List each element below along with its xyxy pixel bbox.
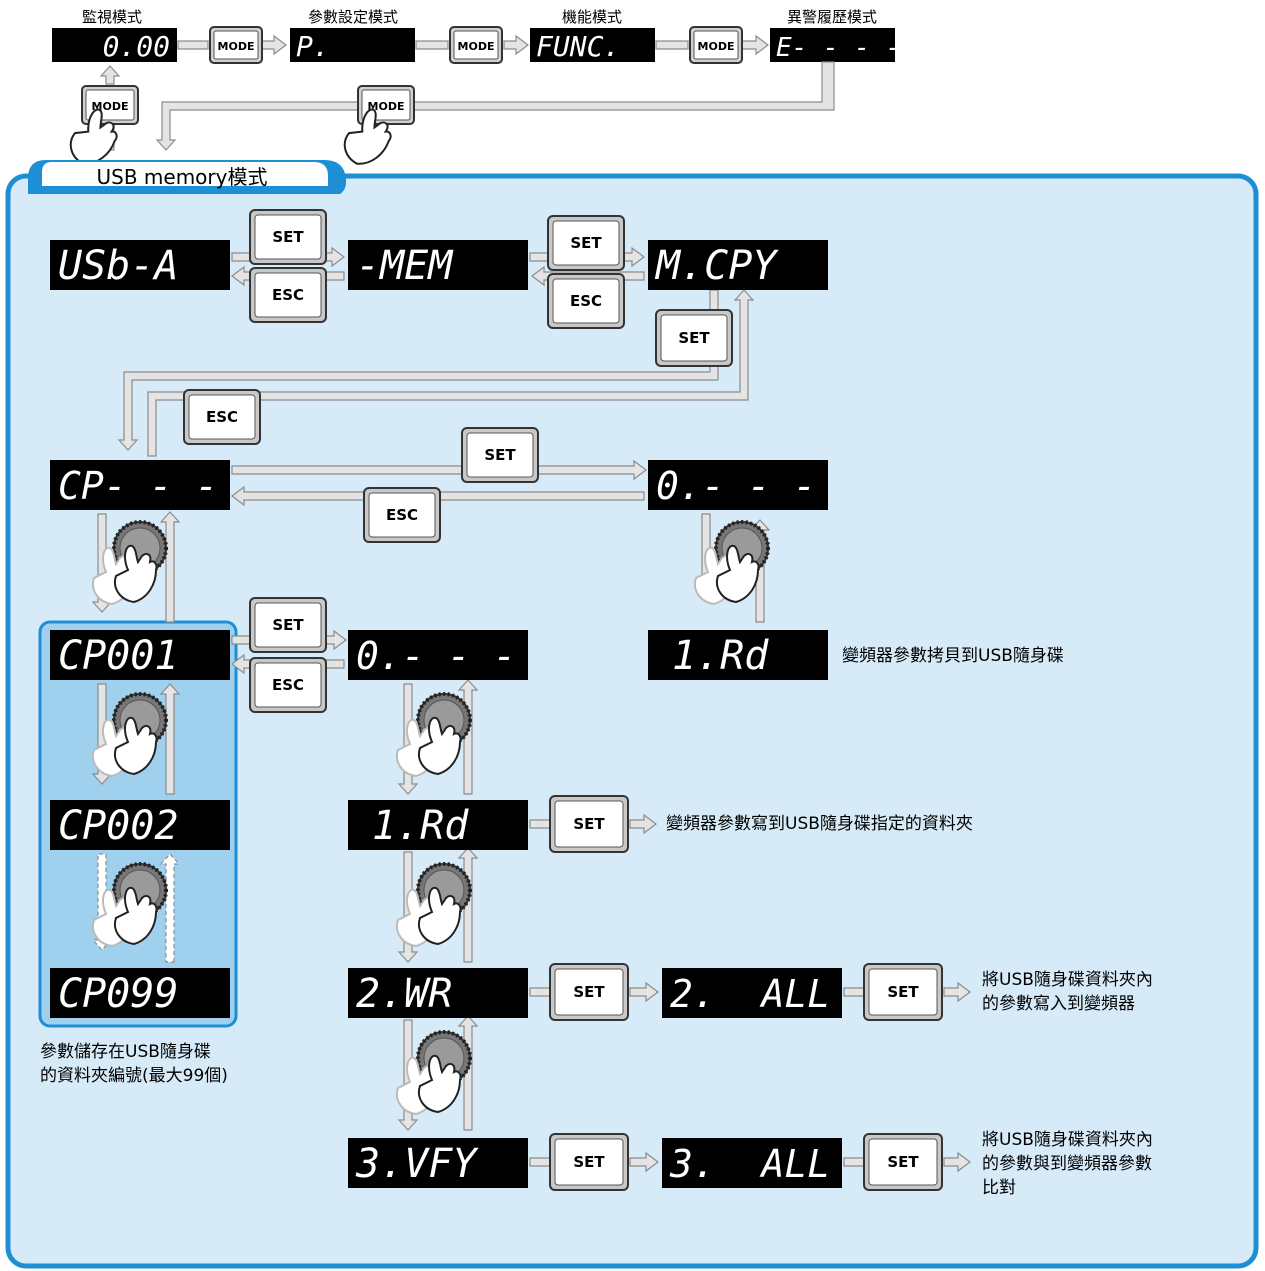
esc-button-zero-cp[interactable]: ESC	[363, 487, 441, 543]
led-rd-right-text: 1.Rd	[672, 633, 769, 679]
set-button-all2[interactable]: SET	[863, 963, 943, 1021]
led-vfy: 3.VFY	[348, 1138, 528, 1188]
note-folder-line1: 參數儲存在USB隨身碟	[40, 1042, 211, 1062]
led-rd-mid: 1.Rd	[348, 800, 528, 850]
mode-label-alarm-history: 異警履歷模式	[787, 8, 877, 26]
led-usb-a-text: USb-A	[58, 243, 178, 289]
set-button-mem-mcpy-label: SET	[570, 234, 602, 252]
led-zero-right: 0.- - -	[648, 460, 828, 510]
led-cp-text: CP- - -	[58, 464, 218, 508]
led-text-parameter: P. 0	[296, 30, 431, 63]
set-button-all3[interactable]: SET	[863, 1133, 943, 1191]
led-display-parameter: P. 0	[290, 28, 431, 63]
led-cp001-text: CP001	[58, 633, 178, 679]
mode-button-2-label: MODE	[458, 40, 495, 53]
top-mode-strip: 監視模式 參數設定模式 機能模式 異警履歷模式 0.00 P. 0 FUNC. …	[52, 8, 901, 173]
mode-label-parameter: 參數設定模式	[308, 8, 398, 26]
led-zero-right-text: 0.- - -	[656, 464, 816, 508]
usb-tab-title: USB memory模式	[97, 165, 268, 189]
led-display-monitor: 0.00	[52, 28, 177, 63]
mode-button-5-label: MODE	[368, 100, 405, 113]
set-button-cp-zero-label: SET	[484, 446, 516, 464]
note-folder-line2: 的資料夾編號(最大99個)	[40, 1066, 228, 1086]
esc-button-cp-mcpy-label: ESC	[206, 408, 238, 426]
led-zero-mid-text: 0.- - -	[356, 634, 516, 678]
led-display-function: FUNC.	[530, 28, 655, 63]
led-text-alarm: E- - - -	[776, 33, 901, 63]
led-usb-a: USb-A	[50, 240, 230, 290]
set-button-all2-label: SET	[887, 983, 919, 1001]
led-text-function: FUNC.	[536, 30, 620, 63]
led-rd-mid-text: 1.Rd	[372, 803, 469, 849]
note-verify-line3: 比對	[982, 1178, 1016, 1198]
mode-button-3-label: MODE	[698, 40, 735, 53]
arrow-return-to-usb	[155, 61, 835, 151]
led-cp002-text: CP002	[58, 803, 178, 849]
mode-label-monitor: 監視模式	[82, 8, 142, 26]
set-button-vfy[interactable]: SET	[549, 1133, 629, 1191]
set-button-cp001-zero-label: SET	[272, 616, 304, 634]
mode-label-function: 機能模式	[562, 8, 622, 26]
led-wr-text: 2.WR	[356, 971, 452, 1017]
note-copy-to-usb: 變頻器參數拷貝到USB隨身碟	[842, 646, 1064, 666]
led-all3: 3. ALL	[662, 1138, 842, 1188]
esc-button-mem-usb-label: ESC	[272, 286, 304, 304]
mode-button-1-label: MODE	[218, 40, 255, 53]
led-cp001: CP001	[50, 630, 230, 680]
led-mem-text: -MEM	[356, 243, 454, 289]
led-all3-text: 3. ALL	[669, 1142, 830, 1186]
set-button-rd-label: SET	[573, 815, 605, 833]
led-all2-text: 2. ALL	[670, 972, 830, 1016]
led-display-alarm: E- - - -	[770, 28, 901, 63]
set-button-cp001-zero[interactable]: SET	[249, 597, 327, 653]
set-button-mcpy-cp[interactable]: SET	[655, 309, 733, 367]
mode-button-2[interactable]: MODE	[449, 26, 503, 64]
led-mem: -MEM	[348, 240, 528, 290]
led-cp: CP- - -	[50, 460, 230, 510]
set-button-wr[interactable]: SET	[549, 963, 629, 1021]
esc-button-zero-cp-label: ESC	[386, 506, 418, 524]
note-write-folder: 變頻器參數寫到USB隨身碟指定的資料夾	[666, 814, 973, 834]
set-button-usb-mem[interactable]: SET	[249, 209, 327, 265]
mode-button-3[interactable]: MODE	[689, 26, 743, 64]
esc-button-zero-cp001[interactable]: ESC	[249, 657, 327, 713]
led-cp002: CP002	[50, 800, 230, 850]
set-button-mcpy-cp-label: SET	[678, 329, 710, 347]
led-cp099-text: CP099	[58, 971, 178, 1017]
set-button-mem-mcpy[interactable]: SET	[547, 215, 625, 271]
led-mcpy-text: M.CPY	[654, 243, 779, 289]
mode-button-1[interactable]: MODE	[209, 26, 263, 64]
set-button-rd[interactable]: SET	[549, 795, 629, 853]
esc-button-cp-mcpy[interactable]: ESC	[183, 389, 261, 445]
set-button-usb-mem-label: SET	[272, 228, 304, 246]
note-verify-line1: 將USB隨身碟資料夾內	[982, 1130, 1153, 1150]
esc-button-mem-usb[interactable]: ESC	[249, 267, 327, 323]
led-all2: 2. ALL	[662, 968, 842, 1018]
led-rd-right: 1.Rd	[648, 630, 828, 680]
note-write-inverter-line2: 的參數寫入到變頻器	[982, 994, 1135, 1014]
set-button-cp-zero[interactable]: SET	[461, 427, 539, 483]
esc-button-mcpy-mem[interactable]: ESC	[547, 273, 625, 329]
esc-button-mcpy-mem-label: ESC	[570, 292, 602, 310]
note-write-inverter-line1: 將USB隨身碟資料夾內	[982, 970, 1153, 990]
esc-button-zero-cp001-label: ESC	[272, 676, 304, 694]
led-zero-mid: 0.- - -	[348, 630, 528, 680]
set-button-vfy-label: SET	[573, 1153, 605, 1171]
led-text-monitor: 0.00	[103, 30, 170, 63]
note-verify-line2: 的參數與到變頻器參數	[982, 1154, 1152, 1174]
set-button-wr-label: SET	[573, 983, 605, 1001]
led-cp099: CP099	[50, 968, 230, 1018]
led-mcpy: M.CPY	[648, 240, 828, 290]
led-wr: 2.WR	[348, 968, 528, 1018]
set-button-all3-label: SET	[887, 1153, 919, 1171]
led-vfy-text: 3.VFY	[355, 1141, 479, 1187]
